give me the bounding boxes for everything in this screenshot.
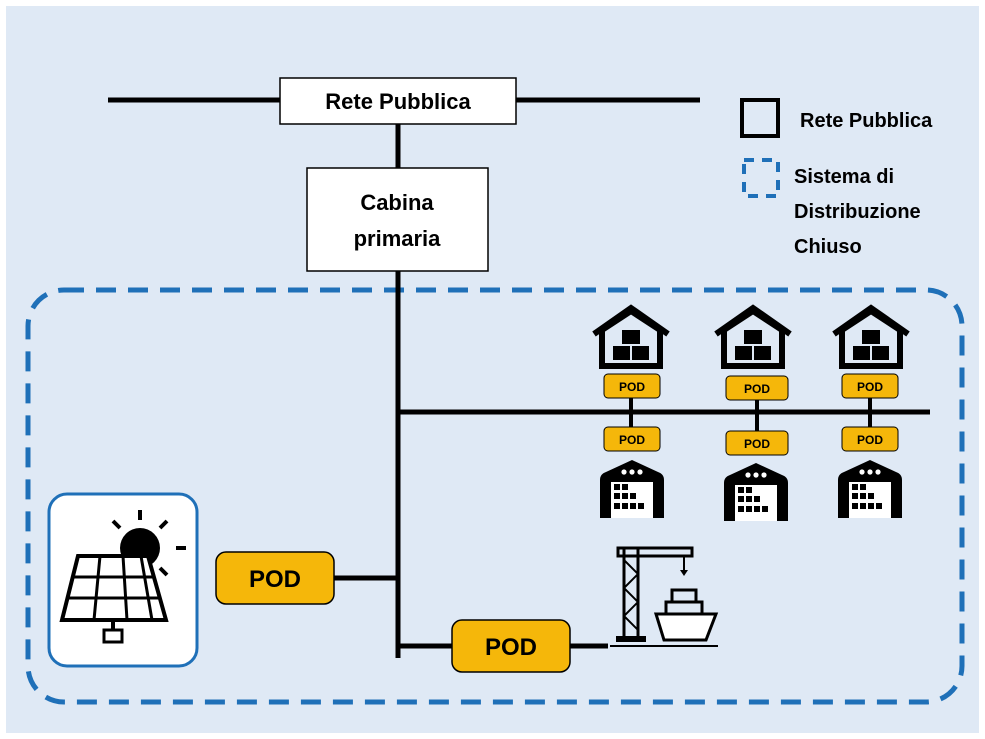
solar-panel-icon — [47, 492, 199, 668]
pod-bottom-1-label: POD — [619, 433, 645, 447]
closed-distribution-system-boundary — [25, 287, 965, 705]
pod-top-1-label: POD — [619, 380, 645, 394]
legend-closed-system-label-line-3: Chiuso — [794, 236, 862, 258]
legend-public-grid-swatch — [740, 98, 780, 138]
pod-solar — [215, 551, 335, 605]
pod-top-3 — [841, 373, 899, 399]
public-grid-box — [279, 77, 517, 125]
pod-bottom-2-label: POD — [744, 437, 770, 451]
legend-public-grid-label: Rete Pubblica — [800, 110, 933, 132]
pod-top-2-label: POD — [744, 382, 770, 396]
pod-top-2 — [725, 375, 789, 401]
legend-closed-system-label-line-1: Sistema di — [794, 166, 894, 188]
pod-top-3-label: POD — [857, 380, 883, 394]
primary-substation-label-line-2: primaria — [354, 226, 442, 251]
pod-port-label: POD — [485, 634, 537, 661]
pod-top-1 — [603, 373, 661, 399]
port-crane-ship-icon — [610, 546, 719, 647]
public-grid-label: Rete Pubblica — [325, 89, 471, 114]
pod-solar-label: POD — [249, 566, 301, 593]
pod-bottom-3 — [841, 426, 899, 452]
pod-bottom-1 — [603, 426, 661, 452]
pod-bottom-3-label: POD — [857, 433, 883, 447]
primary-substation-label-line-1: Cabina — [360, 190, 434, 215]
primary-substation-box — [306, 167, 489, 272]
pod-port — [451, 619, 571, 673]
pod-bottom-2 — [725, 430, 789, 456]
legend-closed-system-label-line-2: Distribuzione — [794, 201, 921, 223]
